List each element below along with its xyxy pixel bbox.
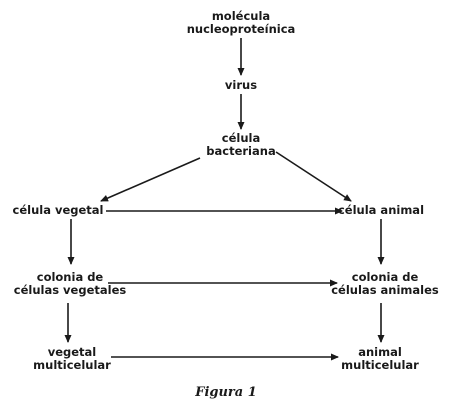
node-colonia-vegetal-line1: colonia de — [36, 270, 104, 284]
node-colonia-animal: colonia de células animales — [331, 271, 439, 297]
node-colonia-animal-line2: células animales — [331, 283, 439, 297]
node-animal-multicelular-line2: multicelular — [341, 358, 419, 372]
node-molecula-line2: nucleoproteínica — [186, 22, 296, 36]
node-celula-vegetal-line1: célula vegetal — [12, 203, 104, 217]
arrow-bacteriana-animal — [275, 151, 352, 202]
node-animal-multicelular-line1: animal — [358, 345, 402, 359]
arrow-bacteriana-vegetal — [100, 157, 201, 202]
node-bacteriana-line2: bacteriana — [206, 144, 276, 158]
node-molecula: molécula nucleoproteínica — [187, 10, 296, 36]
node-celula-animal: célula animal — [338, 204, 424, 217]
node-celula-animal-line1: célula animal — [337, 203, 425, 217]
node-celula-vegetal: célula vegetal — [13, 204, 104, 217]
node-vegetal-multicelular: vegetal multicelular — [33, 346, 111, 372]
node-animal-multicelular: animal multicelular — [341, 346, 419, 372]
figure-caption: Figura 1 — [195, 385, 257, 400]
node-virus: virus — [225, 79, 257, 92]
node-colonia-vegetal-line2: células vegetales — [13, 283, 127, 297]
node-bacteriana-line1: célula — [221, 131, 261, 145]
node-colonia-animal-line1: colonia de — [351, 270, 419, 284]
node-molecula-line1: molécula — [211, 9, 271, 23]
node-vegetal-multicelular-line1: vegetal — [47, 345, 97, 359]
node-colonia-vegetal: colonia de células vegetales — [14, 271, 126, 297]
node-bacteriana: célula bacteriana — [206, 132, 275, 158]
node-vegetal-multicelular-line2: multicelular — [33, 358, 111, 372]
node-virus-line1: virus — [224, 78, 258, 92]
